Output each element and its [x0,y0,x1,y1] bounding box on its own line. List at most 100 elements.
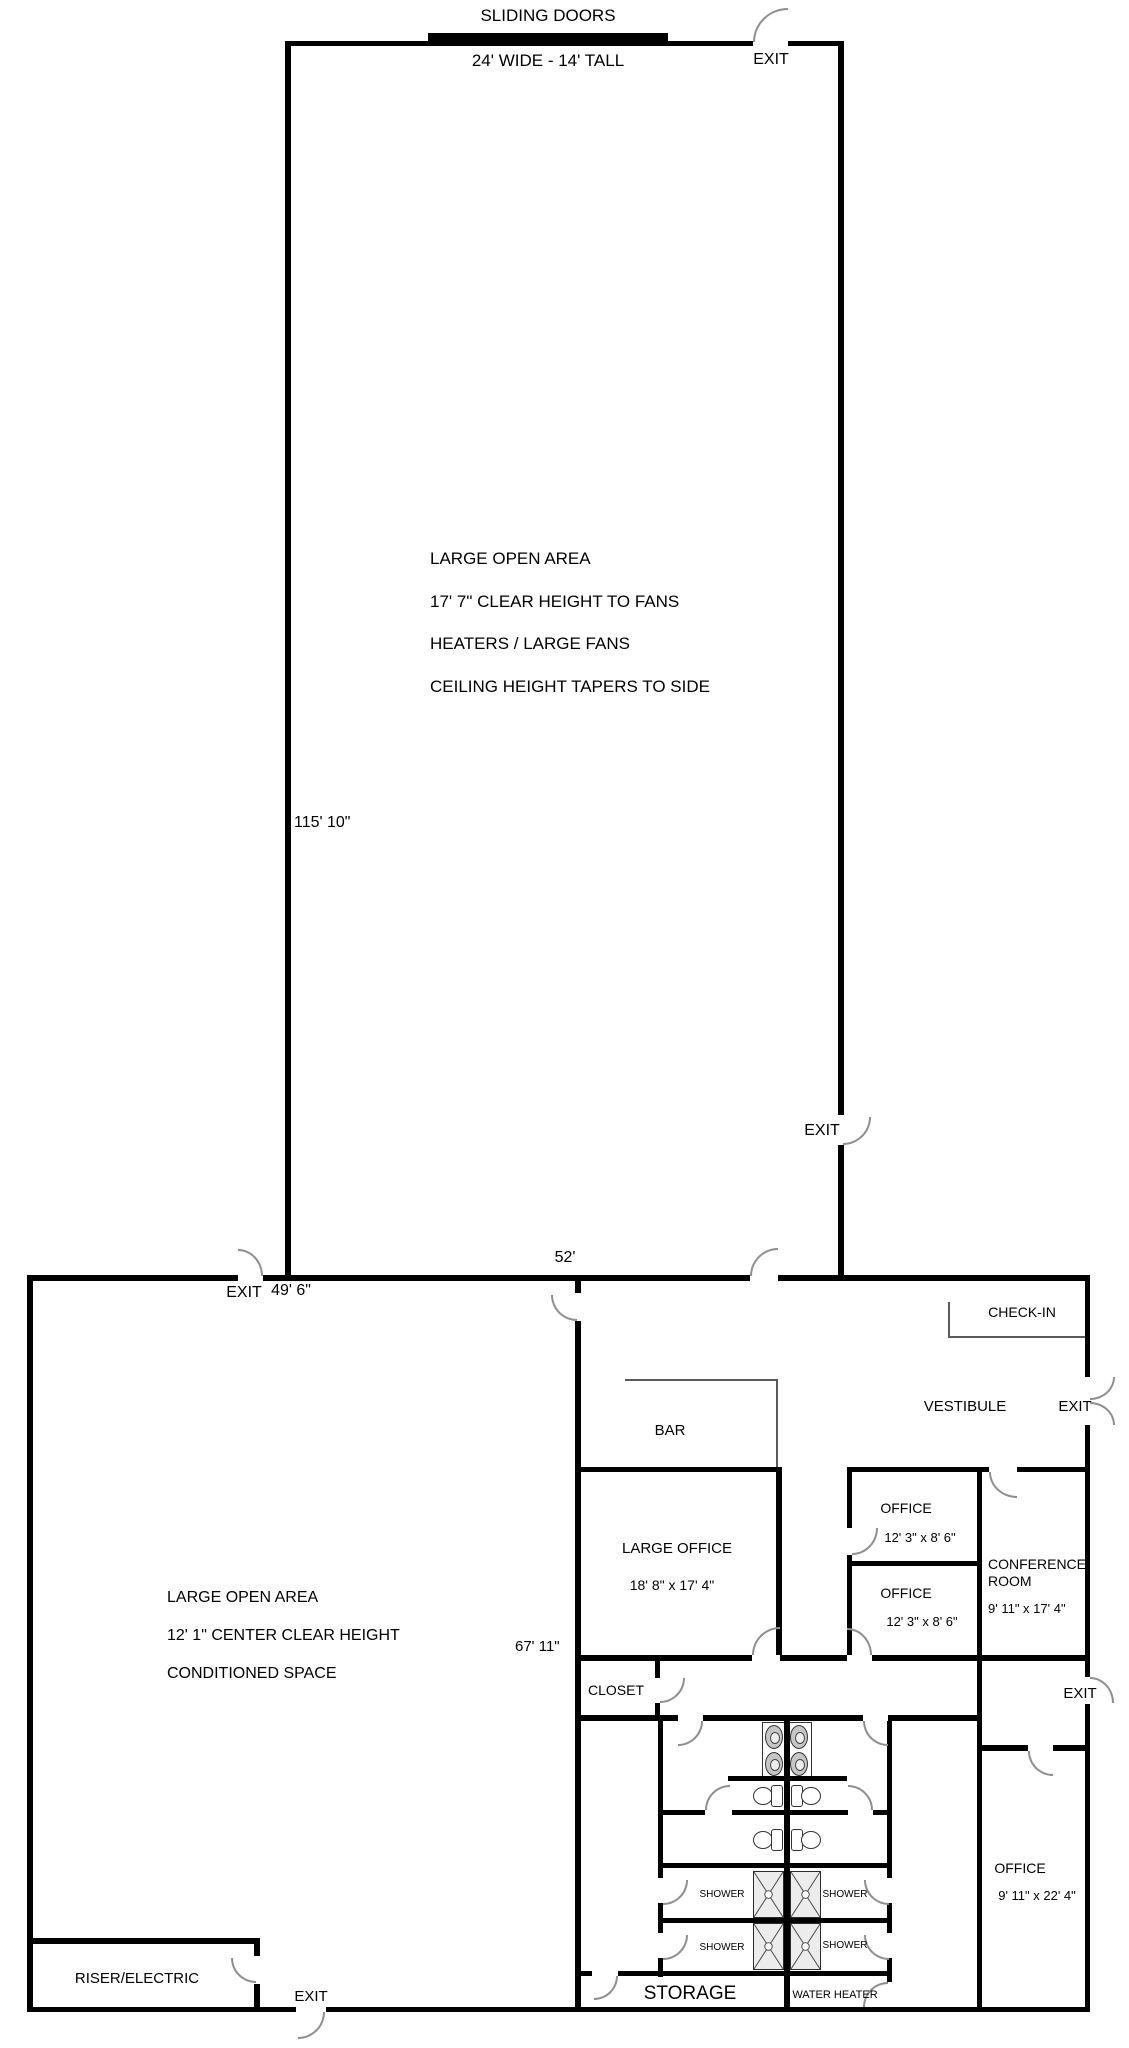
door-opening [592,1971,618,1976]
door-opening [1085,1677,1090,1704]
shower-pan [753,1871,784,1918]
door-opening [848,1810,873,1815]
door-opening [847,1528,852,1555]
wall [285,41,291,1280]
dimension-115-10: 115' 10" [294,814,351,831]
wall [27,2007,1090,2012]
label-upper-area-name: LARGE OPEN AREA [430,549,591,568]
room-label-office-south: OFFICE [880,1585,932,1601]
wall [658,1863,892,1868]
exit-label: EXIT [753,51,789,68]
check-in-counter [948,1336,1087,1338]
door-swing-arc [864,1880,889,1905]
sink [765,1725,783,1749]
door-swing-arc [752,1627,780,1655]
door-swing-arc [843,1117,871,1145]
wall [27,1938,260,1944]
room-size-large-office: 18' 8" x 17' 4" [629,1577,715,1593]
door-opening [752,1655,780,1661]
label-sliding-doors-size: 24' WIDE - 14' TALL [471,51,625,70]
door-opening [655,1678,660,1703]
dimension-52: 52' [554,1249,576,1266]
wall [658,1810,892,1815]
door-swing-arc [678,1721,703,1746]
door-swing-arc [1090,1402,1115,1425]
label-lower-area-name: LARGE OPEN AREA [167,1589,319,1606]
room-size-office-south: 12' 3" x 8' 6" [886,1614,958,1629]
door-opening [705,1810,732,1815]
door-opening [575,1293,581,1321]
door-opening [753,41,788,46]
label-lower-clear-height: 12' 1" CENTER CLEAR HEIGHT [167,1627,400,1644]
shower-pan [790,1871,821,1918]
door-swing-arc [848,1785,873,1810]
wall [575,1715,982,1721]
door-swing-arc [852,1528,878,1555]
room-label-riser-electric: RISER/ELECTRIC [74,1970,200,1987]
toilet-tank [771,1829,783,1851]
wall [575,1655,1090,1661]
room-label-shower: SHOWER [822,1940,868,1951]
door-opening [296,2007,326,2012]
wall [847,1561,980,1566]
door-swing-arc [864,1935,889,1960]
exit-label: EXIT [1058,1398,1092,1415]
room-label-vestibule: VESTIBULE [923,1398,1007,1415]
room-label-water-heater: WATER HEATER [792,1989,878,2001]
exit-label: EXIT [226,1284,262,1301]
door-swing-arc [231,1958,256,1983]
room-label-storage: STORAGE [643,1983,737,2004]
door-swing-arc [705,1785,730,1810]
bar-counter [776,1379,778,1469]
wall [658,1918,892,1923]
door-swing-arc [753,8,788,42]
room-label-shower: SHOWER [699,1889,745,1900]
door-swing-arc [750,1248,778,1276]
door-swing-arc [660,1678,685,1703]
door-swing-arc [663,1935,688,1960]
room-label-shower: SHOWER [822,1889,868,1900]
toilet-bowl [753,1787,773,1805]
dimension-67-11: 67' 11" [515,1638,560,1655]
wall [728,1776,847,1781]
door-opening [1028,1745,1053,1751]
door-opening [863,1715,888,1721]
door-opening [887,1878,892,1903]
door-swing-arc [298,2012,325,2039]
wall [575,1971,892,1976]
bar-counter [625,1379,778,1381]
door-swing-arc [238,1249,263,1276]
wall [776,1467,782,1658]
door-swing-arc [863,1721,888,1746]
room-size-office-north: 12' 3" x 8' 6" [884,1530,956,1545]
check-in-counter [948,1302,950,1338]
wall [977,1655,982,2012]
wall [1085,1275,1090,2012]
door-opening [658,1933,663,1958]
door-opening [658,1878,663,1903]
label-upper-ceiling: CEILING HEIGHT TAPERS TO SIDE [430,677,710,696]
label-lower-conditioned: CONDITIONED SPACE [167,1665,337,1682]
wall [575,1275,581,2012]
toilet-tank [771,1785,783,1807]
door-opening [678,1715,703,1721]
room-label-conference: CONFERENCE ROOM [988,1556,1087,1589]
room-size-office-east: 9' 11" x 22' 4" [998,1888,1076,1903]
room-label-shower: SHOWER [699,1942,745,1953]
door-opening [238,1275,263,1281]
shower-pan [790,1923,821,1970]
room-label-check-in: CHECK-IN [988,1304,1056,1320]
label-upper-clear-height: 17' 7" CLEAR HEIGHT TO FANS [430,592,680,611]
door-swing-arc [551,1295,577,1321]
wall [977,1467,982,1661]
wall [575,1467,782,1472]
exit-label: EXIT [1063,1685,1097,1702]
label-sliding-doors: SLIDING DOORS [480,6,616,25]
wall [27,1275,1090,1281]
room-label-closet: CLOSET [587,1682,645,1698]
wall [658,1715,663,1977]
sink [765,1752,783,1776]
door-swing-arc [989,1472,1017,1498]
shower-pan [753,1923,784,1970]
